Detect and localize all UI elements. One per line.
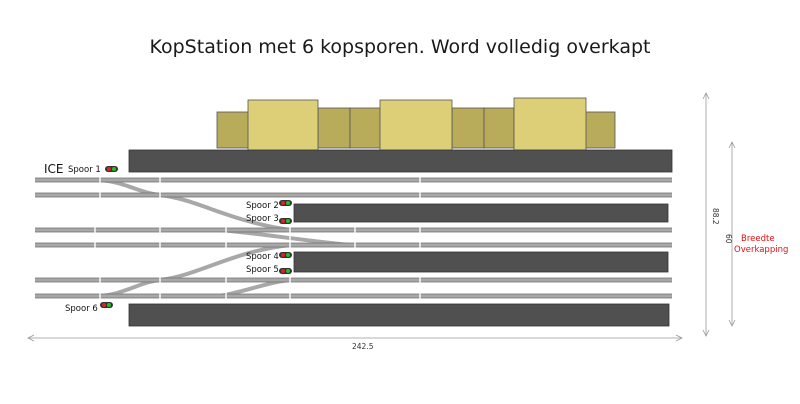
- page-title: KopStation met 6 kopsporen. Word volledi…: [149, 36, 651, 58]
- depth-dimension: [702, 92, 710, 337]
- depth-value: 88.2: [711, 208, 720, 225]
- length-dimension: [27, 334, 683, 342]
- spoor-1-label: Spoor 1: [68, 165, 101, 175]
- roof-width-dimension: [728, 141, 736, 327]
- station-buildings: [216, 97, 616, 157]
- tracks: [35, 178, 672, 298]
- roof-width-value: 60: [724, 234, 733, 244]
- signal-spoor-4: [279, 252, 292, 258]
- spoor-3-label: Spoor 3: [246, 214, 279, 224]
- roof-label-line-1: Breedte: [741, 234, 775, 244]
- signal-spoor-6: [100, 302, 113, 308]
- platform-2-3: [293, 203, 669, 223]
- signal-spoor-3: [279, 218, 292, 224]
- platform-4-5: [293, 251, 669, 273]
- roof-label-line-2: Overkapping: [734, 245, 788, 255]
- length-value: 242.5: [352, 342, 374, 351]
- platform-top: [128, 149, 673, 173]
- signal-spoor-1: [105, 166, 118, 172]
- crossover-1-2: [99, 178, 161, 197]
- spoor-5-label: Spoor 5: [246, 265, 279, 275]
- signals: [100, 166, 292, 308]
- signal-spoor-5: [279, 268, 292, 274]
- spoor-4-label: Spoor 4: [246, 252, 279, 262]
- crossover-6-5: [99, 278, 161, 298]
- ice-label: ICE: [44, 162, 64, 176]
- platform-bottom: [128, 303, 670, 327]
- spoor-2-label: Spoor 2: [246, 201, 279, 211]
- platforms: [128, 149, 673, 327]
- signal-spoor-2: [279, 200, 292, 206]
- spoor-6-label: Spoor 6: [65, 304, 98, 314]
- rail-joints: [94, 175, 421, 300]
